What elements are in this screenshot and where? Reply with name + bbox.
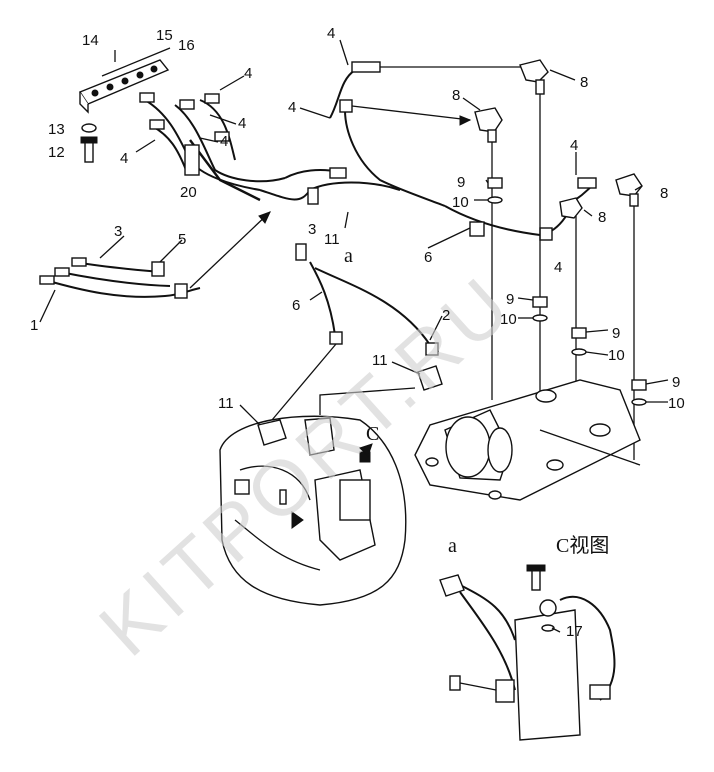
callout-4g: 4 (570, 137, 578, 154)
transmission-assembly (219, 365, 443, 606)
elbow-8-right (615, 173, 643, 460)
callout-4b: 4 (244, 65, 252, 82)
callout-9d: 9 (672, 374, 680, 391)
view-c-title: C视图 (556, 534, 609, 557)
callout-9c: 9 (612, 325, 620, 342)
callout-11b: 11 (372, 352, 388, 369)
callout-10a: 10 (452, 194, 469, 211)
callout-5: 5 (178, 231, 186, 248)
terminal-block (78, 47, 171, 114)
harness-main (139, 92, 401, 261)
clamp-20 (184, 144, 200, 176)
elbow-8-top (519, 59, 549, 400)
callout-2: 2 (442, 307, 450, 324)
callout-11a: 11 (324, 231, 340, 248)
harness-lower (39, 211, 271, 299)
callout-10d: 10 (668, 395, 685, 412)
callout-labels: 14 15 16 13 12 4 4 4 4 4 4 4 4 20 3 3 5 … (30, 25, 685, 640)
detail-ref-a: a (344, 245, 353, 267)
callout-6a: 6 (292, 297, 300, 314)
callout-8c: 8 (660, 185, 668, 202)
bolt-12 (80, 136, 98, 163)
callout-4h: 4 (554, 259, 562, 276)
callout-11c: 11 (218, 395, 234, 412)
callout-4a: 4 (120, 150, 128, 167)
callout-3a: 3 (114, 223, 122, 240)
callout-13: 13 (48, 121, 65, 138)
detail-view-c (439, 564, 616, 741)
callout-4f: 4 (288, 99, 296, 116)
callout-14: 14 (82, 32, 99, 49)
callout-9a: 9 (457, 174, 465, 191)
callout-8d: 8 (598, 209, 606, 226)
callout-10b: 10 (500, 311, 517, 328)
leader-lines (39, 39, 669, 633)
callout-4d: 4 (220, 133, 228, 150)
callout-3b: 3 (308, 221, 316, 238)
callout-20: 20 (180, 184, 197, 201)
callout-1: 1 (30, 317, 38, 334)
callout-15: 15 (156, 27, 173, 44)
callout-4e: 4 (327, 25, 335, 42)
detail-label-a: a (448, 535, 457, 557)
callout-17: 17 (566, 623, 583, 640)
hose-4-upper (329, 61, 525, 207)
view-arrow-c: C (366, 423, 379, 445)
callout-16: 16 (178, 37, 195, 54)
callout-12: 12 (48, 144, 65, 161)
callout-6b: 6 (424, 249, 432, 266)
hose-6-right (444, 177, 597, 241)
view-arrow-icon (359, 443, 373, 457)
callout-8b: 8 (452, 87, 460, 104)
washer-13 (81, 123, 97, 133)
callout-10c: 10 (608, 347, 625, 364)
nuts-and-washers (487, 177, 647, 406)
callout-4c: 4 (238, 115, 246, 132)
callout-9b: 9 (506, 291, 514, 308)
valve-body (414, 379, 641, 501)
callout-8a: 8 (580, 74, 588, 91)
hose-6-lower (271, 261, 439, 421)
